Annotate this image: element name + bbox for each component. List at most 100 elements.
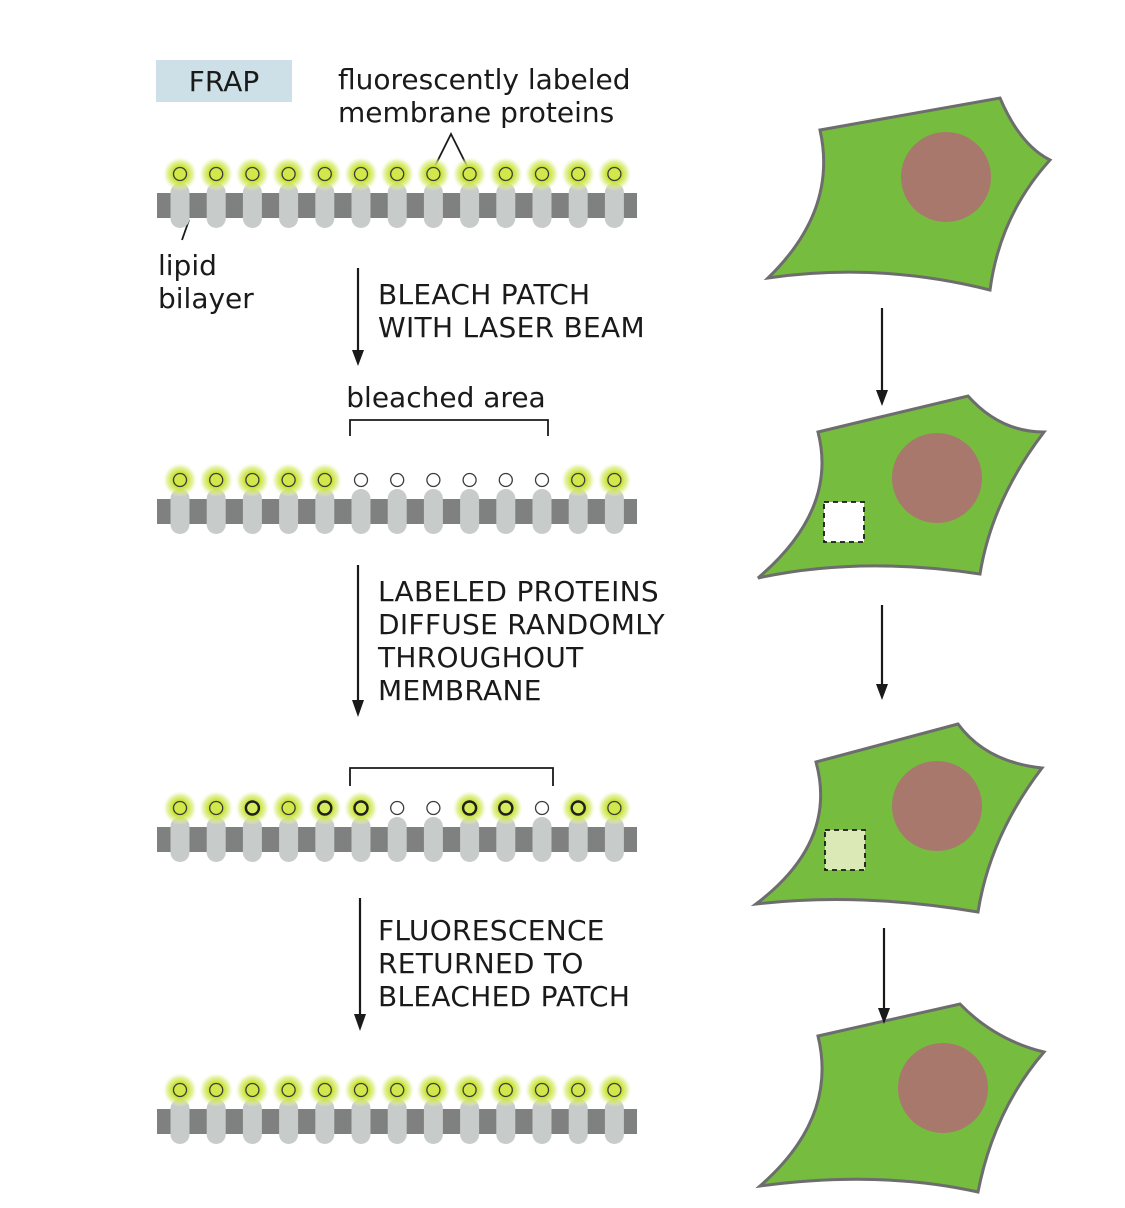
protein-label-circle — [498, 1082, 513, 1098]
cell-3-recovering-patch — [824, 829, 866, 871]
membrane-protein — [163, 157, 197, 228]
membrane-protein — [597, 157, 632, 228]
protein-label-circle — [534, 472, 550, 488]
membrane-protein — [597, 791, 632, 862]
protein-label-circle — [353, 800, 369, 816]
cell-3-nucleus — [892, 761, 982, 851]
membrane-protein — [532, 472, 552, 534]
protein-label-circle — [281, 166, 296, 182]
cell-arrow-1 — [876, 308, 888, 406]
frap-tag-box — [156, 60, 292, 102]
membrane-protein — [423, 472, 443, 534]
protein-label-circle — [245, 1082, 260, 1098]
membrane-protein — [387, 800, 407, 862]
membrane-row-recovered — [157, 1073, 637, 1144]
step3-text-line2: RETURNED TO — [378, 947, 584, 980]
membrane-protein — [307, 1073, 342, 1144]
membrane-protein — [235, 463, 270, 534]
protein-label-circle — [172, 166, 188, 182]
membrane-protein — [416, 157, 451, 228]
membrane-protein — [344, 791, 378, 862]
protein-label-circle — [317, 1082, 332, 1098]
protein-label-circle — [172, 472, 188, 488]
step-arrow-3 — [354, 898, 366, 1031]
step1-text-line2: WITH LASER BEAM — [378, 311, 645, 344]
lipid-label-line1: lipid — [158, 249, 217, 282]
membrane-protein — [235, 791, 270, 862]
protein-label-circle — [390, 800, 405, 816]
frap-tag-label: FRAP — [189, 65, 259, 98]
membrane-protein — [199, 463, 234, 534]
bleached-area-bracket — [349, 419, 549, 436]
protein-label-circle — [534, 166, 550, 182]
protein-label-circle — [281, 472, 296, 488]
membrane-protein — [561, 157, 596, 228]
protein-label-circle — [607, 800, 622, 816]
protein-label-circle — [209, 166, 224, 182]
membrane-protein — [561, 1073, 596, 1144]
cell-2 — [757, 394, 1048, 580]
protein-label-circle — [570, 800, 586, 816]
cell-4 — [755, 1002, 1047, 1194]
membrane-protein — [452, 791, 487, 862]
cell-1-nucleus — [901, 132, 991, 222]
protein-label-circle — [607, 1082, 622, 1098]
step1-text-line1: BLEACH PATCH — [378, 278, 590, 311]
protein-label-circle — [317, 472, 332, 488]
membrane-protein — [199, 157, 234, 228]
membrane-protein — [597, 1073, 632, 1144]
membrane-protein — [163, 1073, 197, 1144]
bleached-area-label: bleached area — [346, 381, 545, 414]
membrane-row-initial — [157, 157, 637, 228]
membrane-protein — [351, 472, 371, 534]
protein-label-circle — [426, 1082, 441, 1098]
membrane-protein — [344, 157, 378, 228]
step2-text-line4: MEMBRANE — [378, 674, 542, 707]
cell-2-bleached-patch — [823, 501, 865, 543]
protein-label-circle — [461, 800, 478, 816]
protein-label-circle — [209, 472, 224, 488]
protein-label-circle — [498, 472, 513, 488]
step-arrow-1 — [352, 268, 364, 366]
cell-arrow-2 — [876, 605, 888, 700]
membrane-protein — [380, 1073, 415, 1144]
membrane-protein — [416, 1073, 451, 1144]
membrane-protein — [271, 1073, 306, 1144]
protein-label-circle — [390, 1082, 405, 1098]
protein-label-circle — [353, 1082, 369, 1098]
step2-text-line2: DIFFUSE RANDOMLY — [378, 608, 665, 641]
membrane-protein — [307, 157, 342, 228]
cell-3 — [750, 722, 1045, 914]
membrane-protein — [496, 472, 516, 534]
protein-label-circle — [317, 800, 333, 816]
protein-label-circle — [462, 472, 477, 488]
cell-1 — [763, 96, 1053, 292]
membrane-protein — [380, 157, 415, 228]
membrane-protein — [452, 157, 487, 228]
protein-label-circle — [571, 472, 586, 488]
membrane-row-diffusing — [157, 791, 637, 862]
membrane-protein — [235, 1073, 270, 1144]
protein-label-circle — [390, 166, 405, 182]
protein-label-circle — [462, 166, 477, 182]
membrane-protein — [532, 800, 552, 862]
protein-label-circle — [390, 472, 405, 488]
protein-label-circle — [245, 472, 260, 488]
cell-2-nucleus — [892, 433, 982, 523]
membrane-protein — [307, 463, 342, 534]
membrane-protein — [460, 472, 480, 534]
diffusion-area-bracket — [349, 767, 554, 786]
protein-label-circle — [317, 166, 332, 182]
protein-label-circle — [426, 800, 441, 816]
membrane-protein — [163, 791, 197, 862]
protein-label-circle — [426, 166, 441, 182]
membrane-row-bleached — [157, 463, 637, 534]
protein-label-circle — [281, 800, 296, 816]
membrane-protein — [488, 791, 523, 862]
protein-label-circle — [209, 800, 224, 816]
membrane-protein — [235, 157, 270, 228]
protein-label-circle — [426, 472, 441, 488]
protein-label-circle — [498, 800, 514, 816]
step3-text-line1: FLUORESCENCE — [378, 914, 605, 947]
